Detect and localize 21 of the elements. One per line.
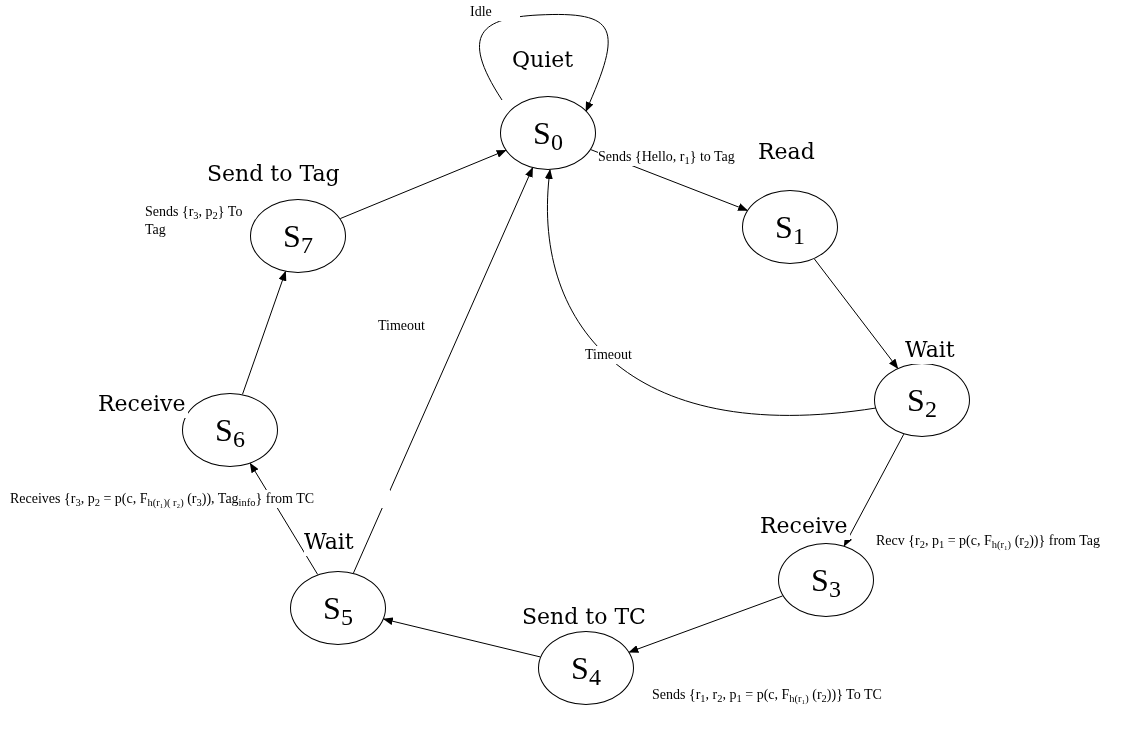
state-ellipse — [500, 96, 596, 170]
edge-label: Sends {Hello, r$_{1}$} to Tag — [598, 148, 738, 166]
state-label: S$_{5}$ — [323, 592, 353, 624]
arrow — [382, 617, 541, 658]
arrow — [813, 258, 899, 369]
action-text: Sends {r$_{3}$, p$_{2}$} To Tag — [145, 203, 245, 238]
edge-label: Receives {r$_{3}$, p$_{2}$ = p(c, F$_{h(r₁)( r₂)}$ (r$_{3}$)), Tag$_{info}$} from TC — [10, 490, 390, 508]
state-label: S$_{3}$ — [811, 564, 841, 596]
arrow — [353, 167, 533, 574]
arrow — [339, 149, 507, 220]
state-label: S$_{2}$ — [907, 384, 937, 416]
state-label: S$_{4}$ — [571, 652, 601, 684]
arrow — [843, 433, 905, 547]
state-label: S$_{0}$ — [533, 117, 563, 149]
arrow — [545, 169, 877, 416]
arrow — [628, 595, 784, 653]
arrow — [479, 13, 609, 112]
state-label: S$_{7}$ — [283, 220, 313, 252]
state-label: S$_{6}$ — [215, 414, 245, 446]
edge-label: Idle — [470, 3, 520, 21]
state-label: S$_{1}$ — [775, 211, 805, 243]
